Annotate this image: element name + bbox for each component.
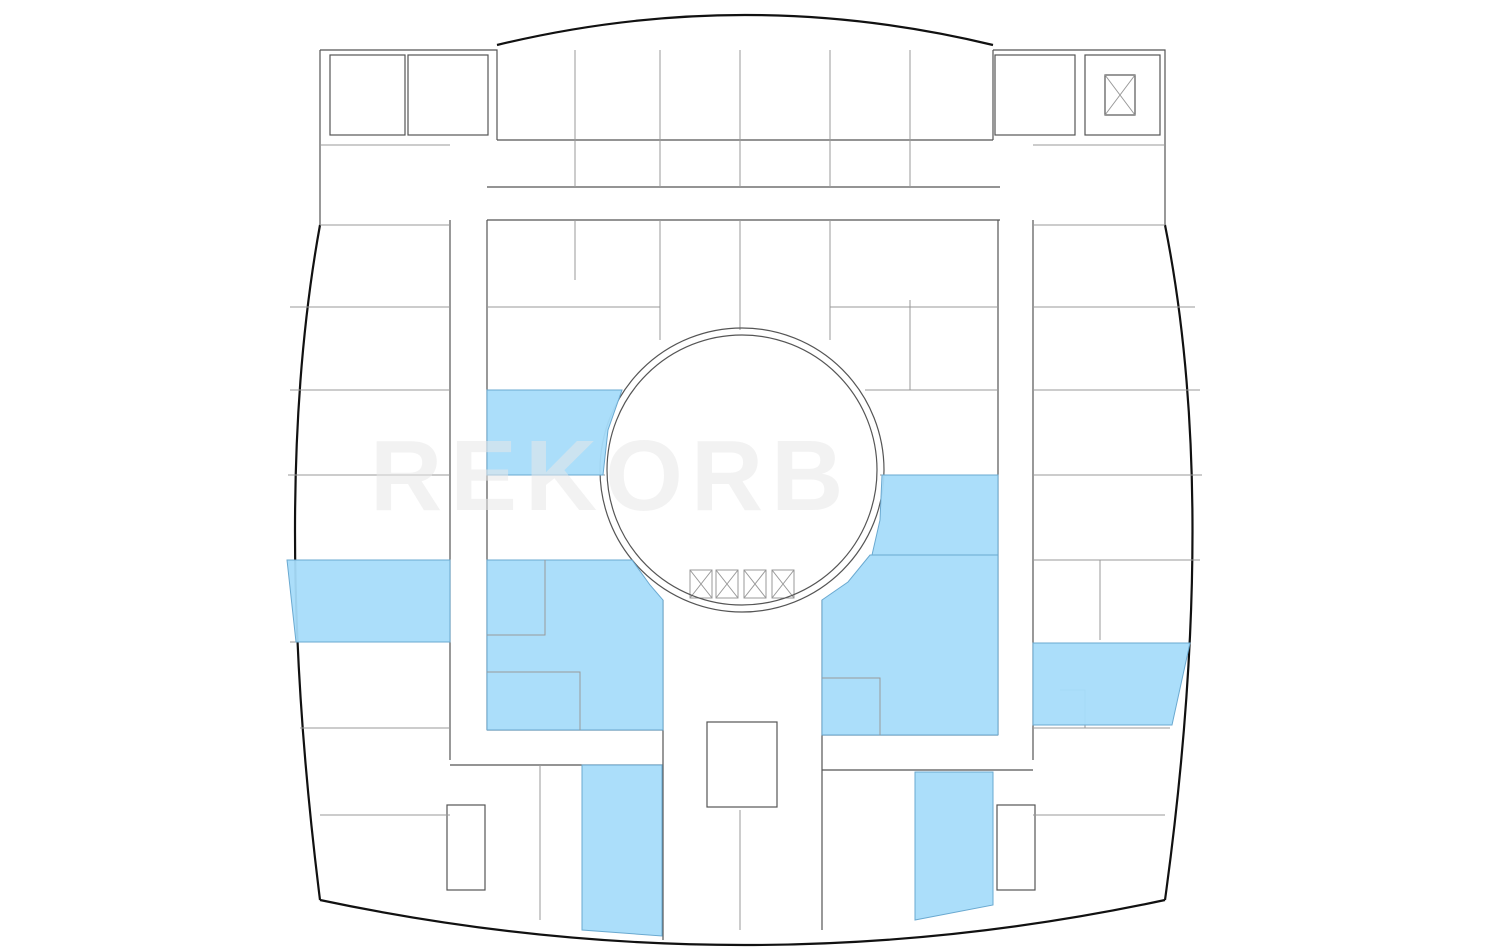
- unit-right-upper-center[interactable]: [871, 474, 999, 556]
- available-units: [286, 389, 1191, 937]
- building-outline: [293, 13, 1194, 947]
- unit-left-upper-center[interactable]: [486, 389, 623, 476]
- unit-right-east-strip[interactable]: [1032, 642, 1191, 726]
- unit-left-lower-center[interactable]: [486, 559, 664, 731]
- unit-right-lower-center[interactable]: [821, 554, 999, 736]
- unit-left-west-strip[interactable]: [286, 559, 451, 643]
- unit-bottom-right[interactable]: [914, 771, 994, 921]
- stair-cores: [329, 54, 1161, 891]
- watermark-logo: REKORB: [370, 420, 851, 532]
- unit-bottom-left[interactable]: [581, 764, 663, 937]
